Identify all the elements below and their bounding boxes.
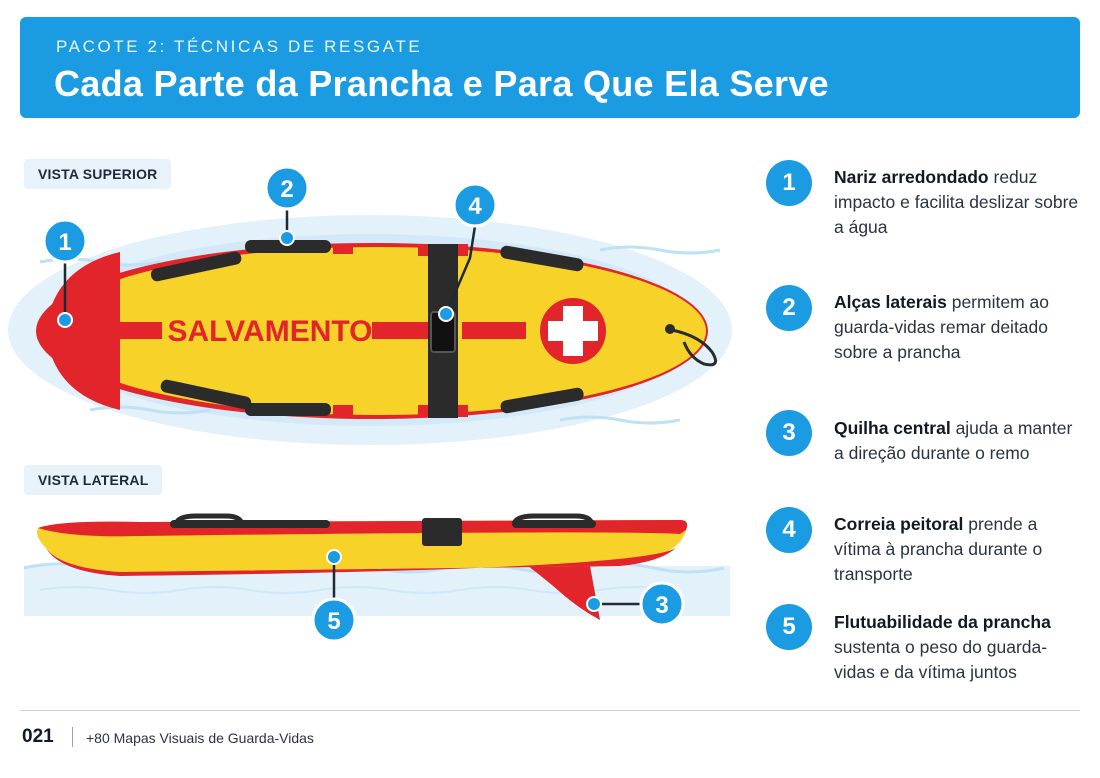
callout-2: 2	[264, 165, 310, 246]
page-number: 021	[22, 726, 54, 747]
legend-number-badge: 3	[766, 410, 812, 456]
handle-bottom-2	[245, 403, 353, 416]
svg-text:3: 3	[655, 592, 668, 619]
board-label: SALVAMENTO	[167, 315, 372, 348]
page-subtitle: PACOTE 2: TÉCNICAS DE RESGATE	[56, 37, 423, 56]
callout-5: 5	[311, 549, 357, 643]
handle-top-2	[245, 240, 353, 254]
leash-loop-icon	[665, 324, 718, 367]
svg-text:1: 1	[58, 229, 71, 256]
legend-text: Nariz arredondado reduz impacto e facili…	[834, 167, 1079, 237]
legend-text: Alças laterais permitem ao guarda-vidas …	[834, 292, 1049, 362]
svg-text:2: 2	[280, 176, 293, 203]
handle-bottom-3	[500, 387, 584, 414]
red-cross-icon	[540, 298, 606, 364]
callout-4: 4	[438, 182, 498, 322]
legend-text: Quilha central ajuda a manter a direção …	[834, 418, 1073, 463]
side-view-label: VISTA LATERAL	[24, 465, 163, 495]
board-side-view	[37, 513, 688, 620]
board-diagram: SALVAMENTO	[8, 165, 732, 643]
header-banner: PACOTE 2: TÉCNICAS DE RESGATE Cada Parte…	[20, 17, 1080, 118]
legend-text: Flutuabilidade da prancha sustenta o pes…	[834, 612, 1051, 682]
svg-text:5: 5	[327, 608, 340, 635]
top-view-label: VISTA SUPERIOR	[24, 159, 172, 189]
chest-strap	[418, 244, 468, 418]
legend-number-badge: 4	[766, 507, 812, 553]
legend-text: Correia peitoral prende a vítima à pranc…	[834, 514, 1043, 584]
footer-divider	[20, 710, 1080, 711]
handle-top-1	[150, 251, 242, 282]
legend-number-badge: 5	[766, 604, 812, 650]
legend-number-badge: 1	[766, 160, 812, 206]
legend-number-badge: 2	[766, 285, 812, 331]
fin-icon	[528, 566, 600, 620]
handle-bottom-1	[160, 379, 252, 410]
page-title: Cada Parte da Prancha e Para Que Ela Ser…	[54, 63, 829, 104]
footer-text: +80 Mapas Visuais de Guarda-Vidas	[86, 730, 314, 746]
svg-text:4: 4	[468, 193, 482, 220]
callout-1: 1	[42, 218, 88, 328]
callout-3: 3	[586, 581, 685, 627]
footer-separator	[72, 727, 73, 747]
board-top-view: SALVAMENTO	[36, 240, 718, 419]
handle-top-3	[500, 245, 584, 272]
